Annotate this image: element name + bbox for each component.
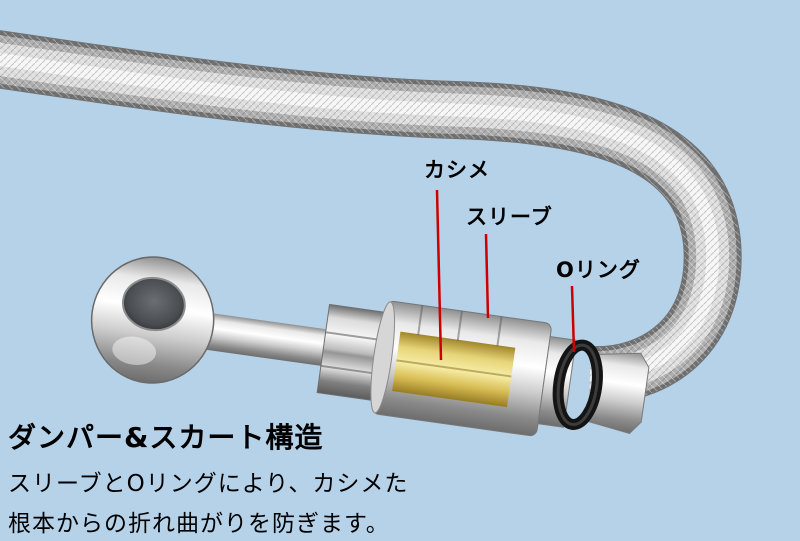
caption-title: ダンパー&スカート構造 (8, 421, 324, 454)
caption-line-1: スリーブとOリングにより、カシメた (8, 471, 409, 497)
banjo-eyelet (90, 256, 215, 384)
crimped-hose-gold (392, 331, 516, 408)
label-sleeve: スリーブ (466, 205, 553, 229)
leader-line-oring (570, 285, 576, 353)
connector-tube (189, 310, 338, 368)
hex-nut (316, 303, 387, 402)
o-ring (552, 339, 603, 431)
caption-line-2: 根本からの折れ曲がりを防ぎます。 (8, 511, 390, 537)
caption-block: ダンパー&スカート構造 スリーブとOリングにより、カシメた 根本からの折れ曲がり… (8, 416, 408, 541)
crimp-sleeve (370, 300, 552, 437)
label-oring: Oリング (556, 258, 641, 282)
leader-line-sleeve (484, 233, 490, 319)
fitting-assembly (90, 256, 650, 437)
label-kashime: カシメ (424, 158, 490, 182)
leader-line-kashime (435, 189, 443, 361)
